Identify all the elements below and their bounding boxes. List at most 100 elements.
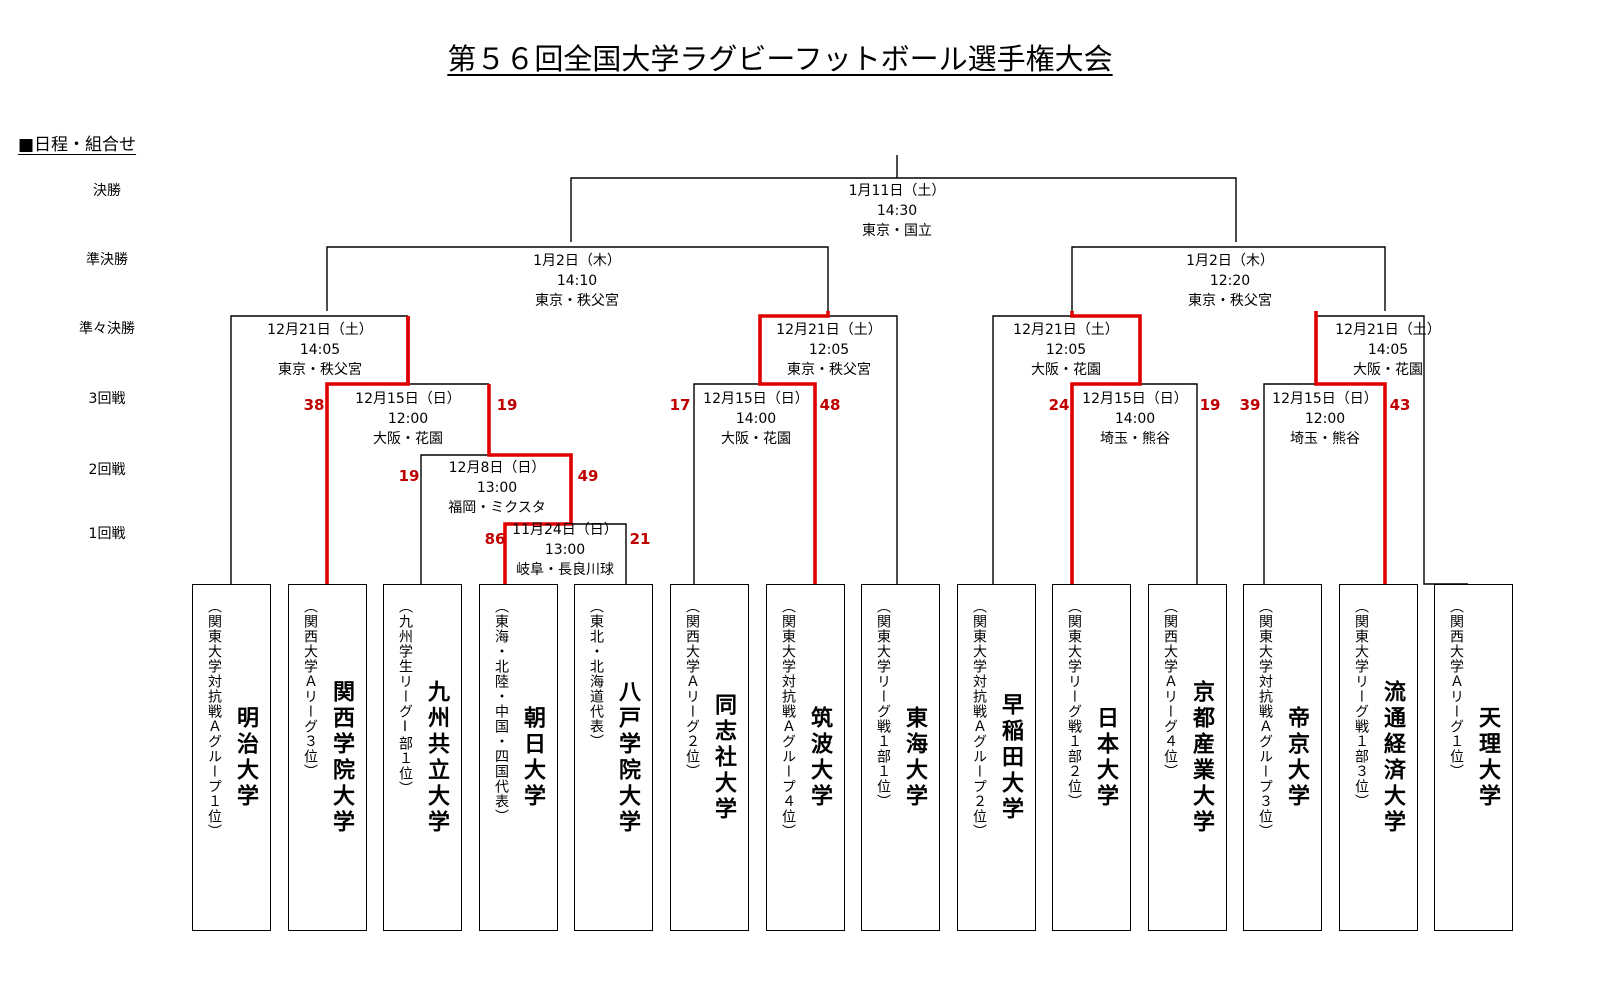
match-time: 12:20 — [1209, 273, 1251, 289]
team-box: （関西大学Ａリーグ２位） 同志社大学 — [670, 584, 749, 931]
match-qf2: 12月21日（土） 12:05 東京・秩父宮 — [744, 320, 914, 380]
team-name: 東海大学 — [902, 705, 927, 810]
score-r3b-left: 17 — [669, 396, 691, 414]
round-label-round3: 3回戦 — [88, 391, 126, 407]
team-name: 日本大学 — [1093, 705, 1118, 810]
match-venue: 大阪・花園 — [373, 431, 443, 447]
match-venue: 大阪・花園 — [1031, 362, 1101, 378]
match-qf4: 12月21日（土） 14:05 大阪・花園 — [1303, 320, 1473, 380]
team-box: （関東大学リーグ戦１部３位） 流通経済大学 — [1339, 584, 1418, 931]
team-affiliation: （関東大学対抗戦Ａグループ３位） — [1257, 599, 1273, 839]
team-box: （関東大学リーグ戦１部１位） 東海大学 — [861, 584, 940, 931]
match-time: 14:05 — [299, 342, 341, 358]
match-semifinal-left: 1月2日（木） 14:10 東京・秩父宮 — [492, 251, 662, 311]
team-name: 早稲田大学 — [998, 692, 1023, 823]
round-label-round1: 1回戦 — [88, 526, 126, 542]
team-affiliation: （関西大学Ａリーグ４位） — [1162, 599, 1178, 779]
team-name: 明治大学 — [233, 705, 258, 810]
team-name: 筑波大学 — [807, 705, 832, 810]
team-name: 天理大学 — [1475, 705, 1500, 810]
match-date: 1月11日（土） — [848, 183, 946, 199]
team-affiliation: （関東大学リーグ戦１部２位） — [1066, 599, 1082, 809]
match-venue: 東京・秩父宮 — [535, 293, 619, 309]
match-time: 12:05 — [1045, 342, 1087, 358]
team-box: （関西大学Ａリーグ１位） 天理大学 — [1434, 584, 1513, 931]
score-r3c-left: 24 — [1048, 396, 1070, 414]
score-r3c-right: 19 — [1199, 396, 1221, 414]
match-venue: 福岡・ミクスタ — [448, 500, 546, 516]
round-label-semifinal: 準決勝 — [86, 252, 128, 268]
match-date: 1月2日（木） — [533, 253, 621, 269]
match-venue: 東京・秩父宮 — [1188, 293, 1272, 309]
team-affiliation: （関東大学対抗戦Ａグループ２位） — [971, 599, 987, 839]
match-time: 12:00 — [387, 411, 429, 427]
match-qf1: 12月21日（土） 14:05 東京・秩父宮 — [235, 320, 405, 380]
team-box: （関東大学対抗戦Ａグループ２位） 早稲田大学 — [957, 584, 1036, 931]
match-time: 14:10 — [556, 273, 598, 289]
match-venue: 大阪・花園 — [1353, 362, 1423, 378]
team-affiliation: （関西大学Ａリーグ２位） — [684, 599, 700, 779]
match-venue: 東京・秩父宮 — [278, 362, 362, 378]
team-name: 同志社大学 — [711, 692, 736, 823]
match-qf3: 12月21日（土） 12:05 大阪・花園 — [981, 320, 1151, 380]
match-time: 14:05 — [1367, 342, 1409, 358]
team-affiliation: （九州学生リーグⅠ部１位） — [397, 599, 413, 796]
match-time: 12:05 — [808, 342, 850, 358]
team-name: 流通経済大学 — [1380, 679, 1405, 836]
match-date: 11月24日（日） — [512, 522, 618, 538]
match-venue: 東京・国立 — [862, 223, 932, 239]
team-box: （東北・北海道代表） 八戸学院大学 — [574, 584, 653, 931]
match-r3b: 12月15日（日） 14:00 大阪・花園 — [671, 389, 841, 449]
match-venue: 大阪・花園 — [721, 431, 791, 447]
match-date: 1月2日（木） — [1186, 253, 1274, 269]
match-venue: 埼玉・熊谷 — [1290, 431, 1360, 447]
team-affiliation: （関東大学リーグ戦１部１位） — [875, 599, 891, 809]
match-venue: 岐阜・長良川球 — [516, 562, 614, 578]
score-r2-left: 19 — [398, 467, 420, 485]
match-date: 12月21日（土） — [1335, 322, 1441, 338]
round-label-final: 決勝 — [93, 183, 121, 199]
team-box: （関西大学Ａリーグ４位） 京都産業大学 — [1148, 584, 1227, 931]
score-r3d-left: 39 — [1239, 396, 1261, 414]
score-r2-right: 49 — [577, 467, 599, 485]
match-venue: 埼玉・熊谷 — [1100, 431, 1170, 447]
team-affiliation: （関東大学リーグ戦１部３位） — [1353, 599, 1369, 809]
team-name: 朝日大学 — [520, 705, 545, 810]
section-label: ■日程・組合せ — [18, 135, 137, 155]
team-name: 九州共立大学 — [424, 679, 449, 836]
round-label-quarterfinal: 準々決勝 — [79, 321, 135, 337]
match-r2: 12月8日（日） 13:00 福岡・ミクスタ — [412, 458, 582, 518]
team-name: 関西学院大学 — [329, 679, 354, 836]
team-name: 帝京大学 — [1284, 705, 1309, 810]
match-time: 14:30 — [876, 203, 918, 219]
score-r3a-left: 38 — [303, 396, 325, 414]
team-name: 八戸学院大学 — [615, 679, 640, 836]
match-date: 12月21日（土） — [776, 322, 882, 338]
match-final: 1月11日（土） 14:30 東京・国立 — [812, 181, 982, 241]
team-box: （九州学生リーグⅠ部１位） 九州共立大学 — [383, 584, 462, 931]
title-text: 第５６回全国大学ラグビーフットボール選手権大会 — [447, 42, 1113, 76]
page-title: 第５６回全国大学ラグビーフットボール選手権大会 — [0, 36, 1560, 78]
match-r3d: 12月15日（日） 12:00 埼玉・熊谷 — [1240, 389, 1410, 449]
match-date: 12月15日（日） — [355, 391, 461, 407]
team-box: （関東大学対抗戦Ａグループ４位） 筑波大学 — [766, 584, 845, 931]
match-r3c: 12月15日（日） 14:00 埼玉・熊谷 — [1050, 389, 1220, 449]
match-time: 14:00 — [735, 411, 777, 427]
match-date: 12月15日（日） — [1082, 391, 1188, 407]
team-affiliation: （関東大学対抗戦Ａグループ１位） — [206, 599, 222, 839]
match-time: 14:00 — [1114, 411, 1156, 427]
team-box: （関東大学対抗戦Ａグループ３位） 帝京大学 — [1243, 584, 1322, 931]
score-r3d-right: 43 — [1389, 396, 1411, 414]
match-date: 12月21日（土） — [267, 322, 373, 338]
team-affiliation: （東海・北陸・中国・四国代表） — [493, 599, 509, 824]
match-semifinal-right: 1月2日（木） 12:20 東京・秩父宮 — [1145, 251, 1315, 311]
match-date: 12月21日（土） — [1013, 322, 1119, 338]
match-date: 12月8日（日） — [448, 460, 546, 476]
team-name: 京都産業大学 — [1189, 679, 1214, 836]
match-date: 12月15日（日） — [703, 391, 809, 407]
match-time: 13:00 — [544, 542, 586, 558]
round-label-round2: 2回戦 — [88, 462, 126, 478]
score-r3b-right: 48 — [819, 396, 841, 414]
score-r1-right: 21 — [629, 530, 651, 548]
